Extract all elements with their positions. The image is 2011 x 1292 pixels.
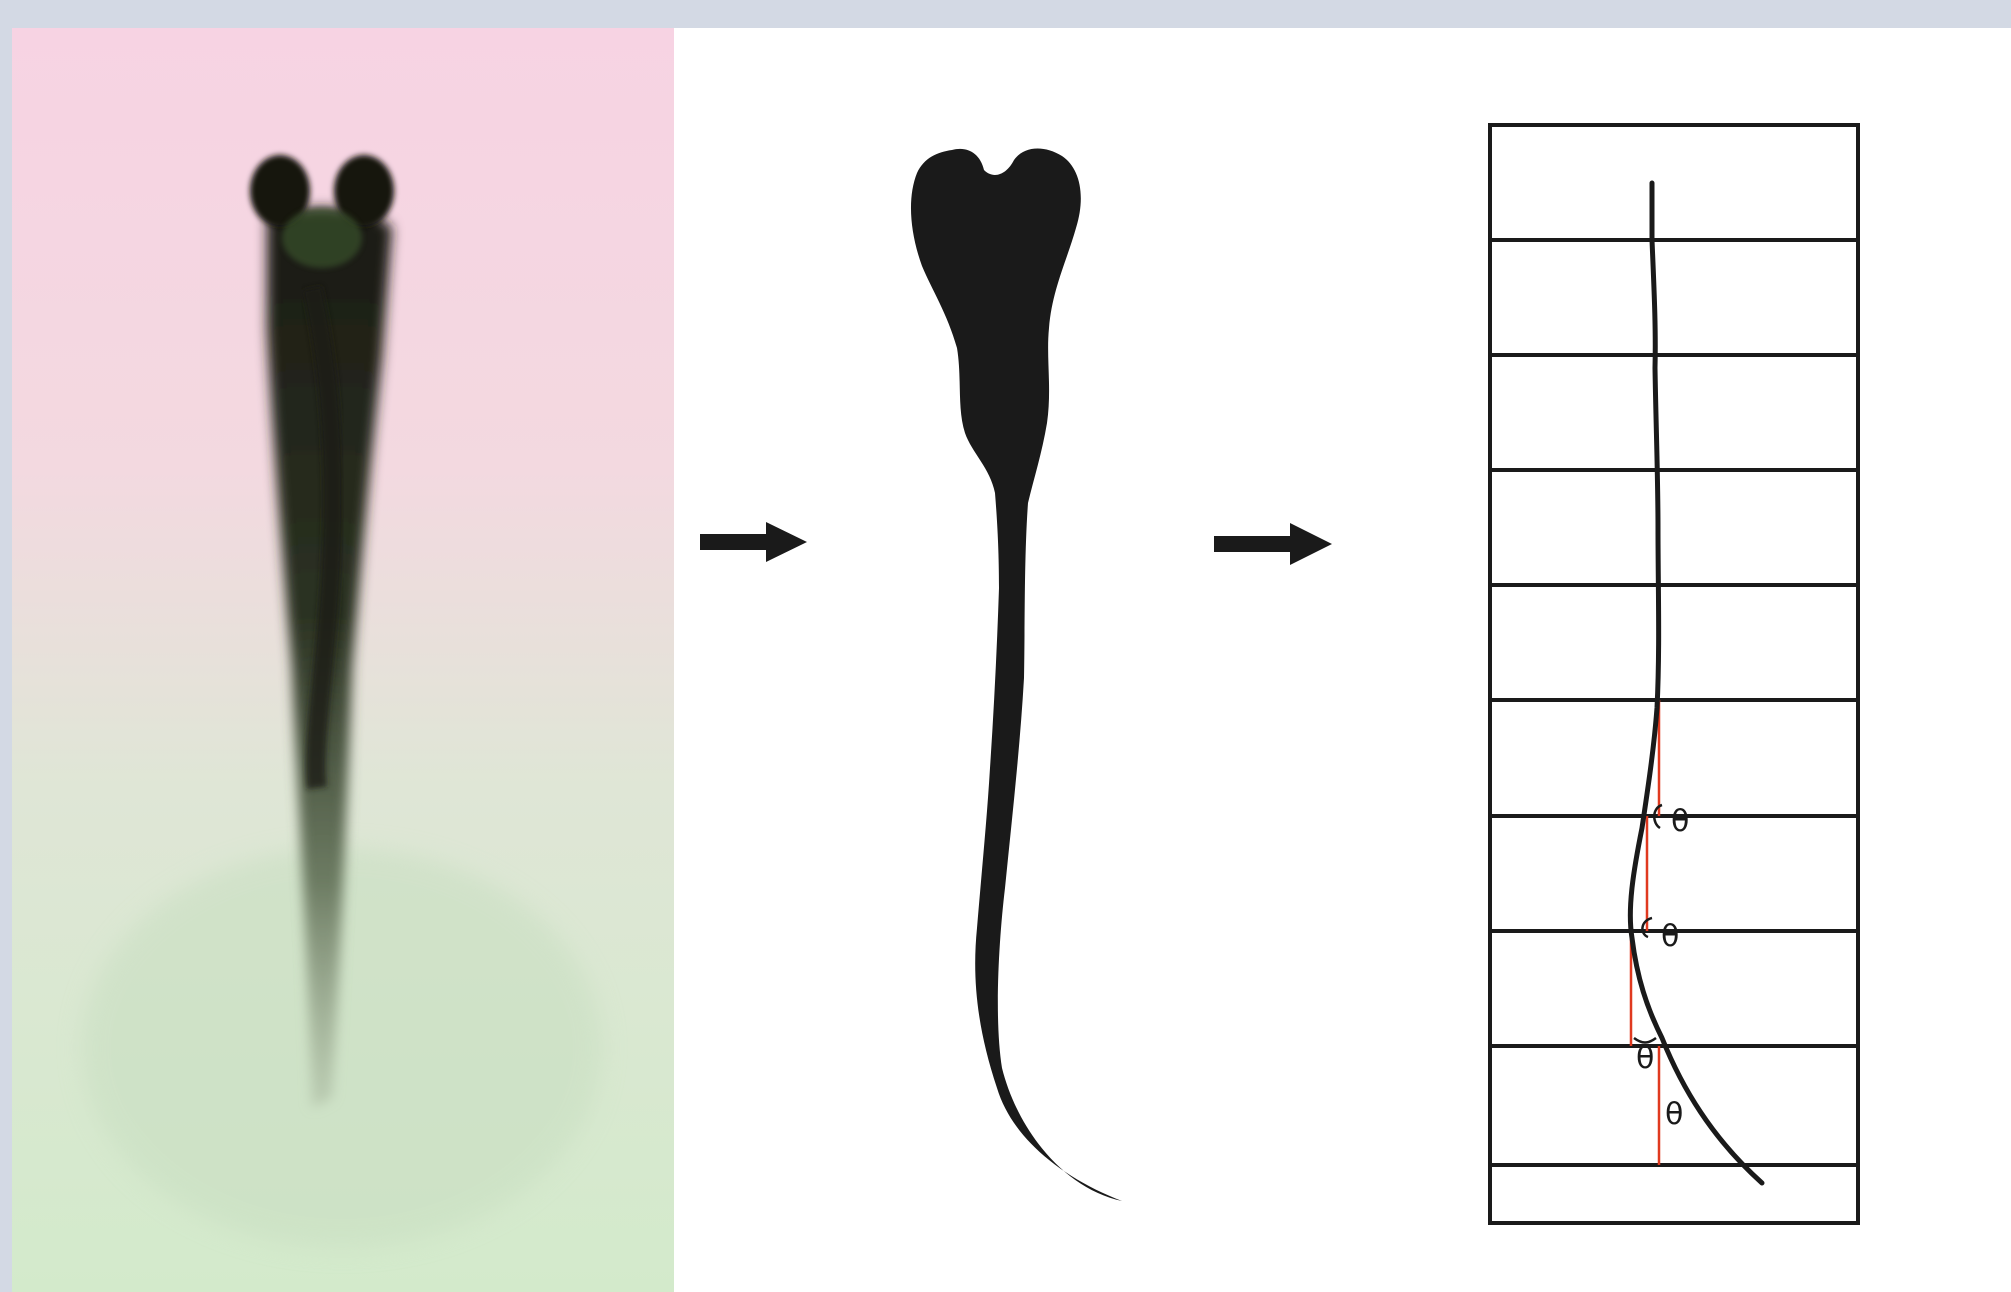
body-midline-curve <box>1630 183 1762 1183</box>
theta-label: θ <box>1665 1097 1683 1132</box>
theta-label: θ <box>1671 804 1689 839</box>
grid-border <box>1490 125 1858 1223</box>
right-arrow-icon <box>700 522 807 562</box>
figure-panel: θ θ θ θ <box>12 28 2011 1292</box>
larva-head-patch <box>282 208 362 268</box>
zebrafish-larva-photo <box>12 28 674 1292</box>
theta-label: θ <box>1636 1041 1654 1076</box>
theta-label: θ <box>1661 919 1679 954</box>
larva-silhouette <box>911 149 1122 1201</box>
figure-canvas: θ θ θ θ <box>12 28 2011 1292</box>
right-arrow-icon <box>1214 523 1332 565</box>
grid-lines <box>1490 240 1858 1165</box>
angle-grid-diagram: θ θ θ θ <box>1490 125 1858 1223</box>
